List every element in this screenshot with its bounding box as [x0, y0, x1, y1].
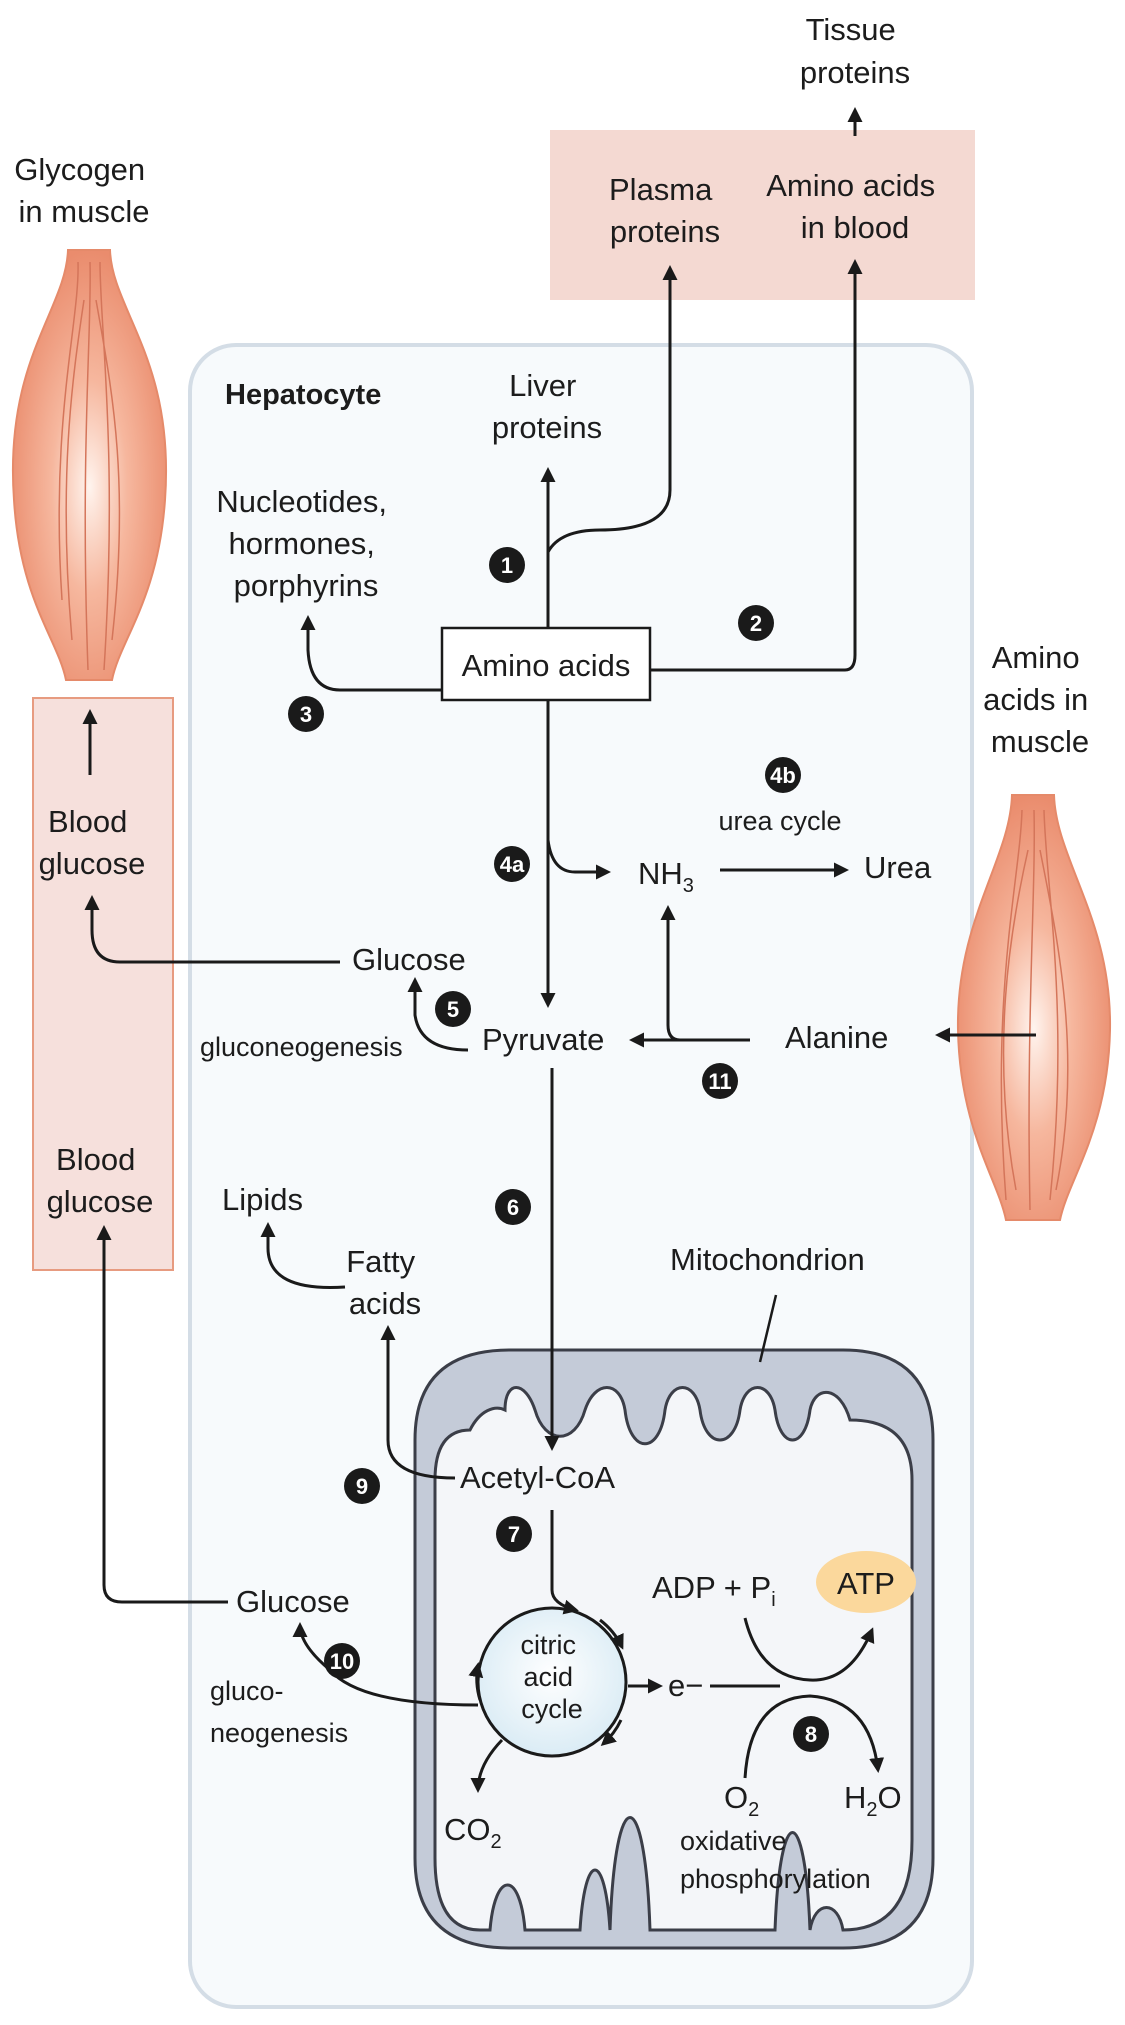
step-badge-4b: 4b — [765, 757, 801, 793]
step-badge-3: 3 — [288, 696, 324, 732]
tissue-proteins-label: Tissue proteins — [800, 12, 910, 90]
svg-text:11: 11 — [708, 1069, 731, 1094]
urea-cycle-label: urea cycle — [718, 806, 841, 836]
electron-label: e− — [668, 1668, 703, 1703]
step-badge-9: 9 — [344, 1468, 380, 1504]
muscle-illustration-glycogen — [13, 250, 166, 680]
svg-text:6: 6 — [507, 1195, 519, 1220]
step-badge-4a: 4a — [494, 846, 530, 882]
step-badge-7: 7 — [496, 1516, 532, 1552]
step-badge-6: 6 — [495, 1189, 531, 1225]
amino-acids-in-muscle-label: Amino acids in muscle — [983, 640, 1097, 759]
step-badge-10: 10 — [324, 1643, 360, 1679]
pyruvate-label: Pyruvate — [482, 1022, 604, 1057]
svg-text:5: 5 — [447, 997, 459, 1022]
step-badge-2: 2 — [738, 605, 774, 641]
glucose-top-label: Glucose — [352, 942, 466, 977]
mitochondrion-label: Mitochondrion — [670, 1242, 865, 1277]
step-badge-8: 8 — [793, 1716, 829, 1752]
svg-text:7: 7 — [508, 1522, 520, 1547]
nucleotides-hormones-porphyrins-label: Nucleotides, hormones, porphyrins — [216, 484, 395, 603]
acetyl-coa-label: Acetyl-CoA — [460, 1460, 615, 1495]
muscle-illustration-amino-acids — [958, 795, 1110, 1220]
glucose-bottom-label: Glucose — [236, 1584, 350, 1619]
svg-text:3: 3 — [300, 702, 312, 727]
svg-text:2: 2 — [750, 611, 762, 636]
hepatocyte-label: Hepatocyte — [225, 379, 381, 411]
atp-label: ATP — [837, 1566, 895, 1601]
step-badge-5: 5 — [435, 991, 471, 1027]
gluconeogenesis-top-label: gluconeogenesis — [200, 1032, 403, 1062]
amino-acids-box-label: Amino acids — [462, 648, 631, 683]
svg-text:1: 1 — [501, 553, 513, 578]
svg-text:9: 9 — [356, 1474, 368, 1499]
lipids-label: Lipids — [222, 1182, 303, 1217]
svg-text:10: 10 — [330, 1649, 354, 1674]
alanine-label: Alanine — [785, 1020, 888, 1055]
glycogen-in-muscle-label: Glycogen in muscle — [14, 152, 154, 229]
step-badge-1: 1 — [489, 547, 525, 583]
svg-text:4a: 4a — [500, 852, 525, 877]
svg-text:8: 8 — [805, 1722, 817, 1747]
svg-text:4b: 4b — [770, 763, 796, 788]
adp-pi-label: ADP + Pi — [652, 1570, 776, 1611]
step-badge-11: 11 — [702, 1063, 738, 1099]
citric-acid-cycle-label: citric acid cycle — [520, 1630, 583, 1724]
urea-label: Urea — [864, 850, 932, 885]
